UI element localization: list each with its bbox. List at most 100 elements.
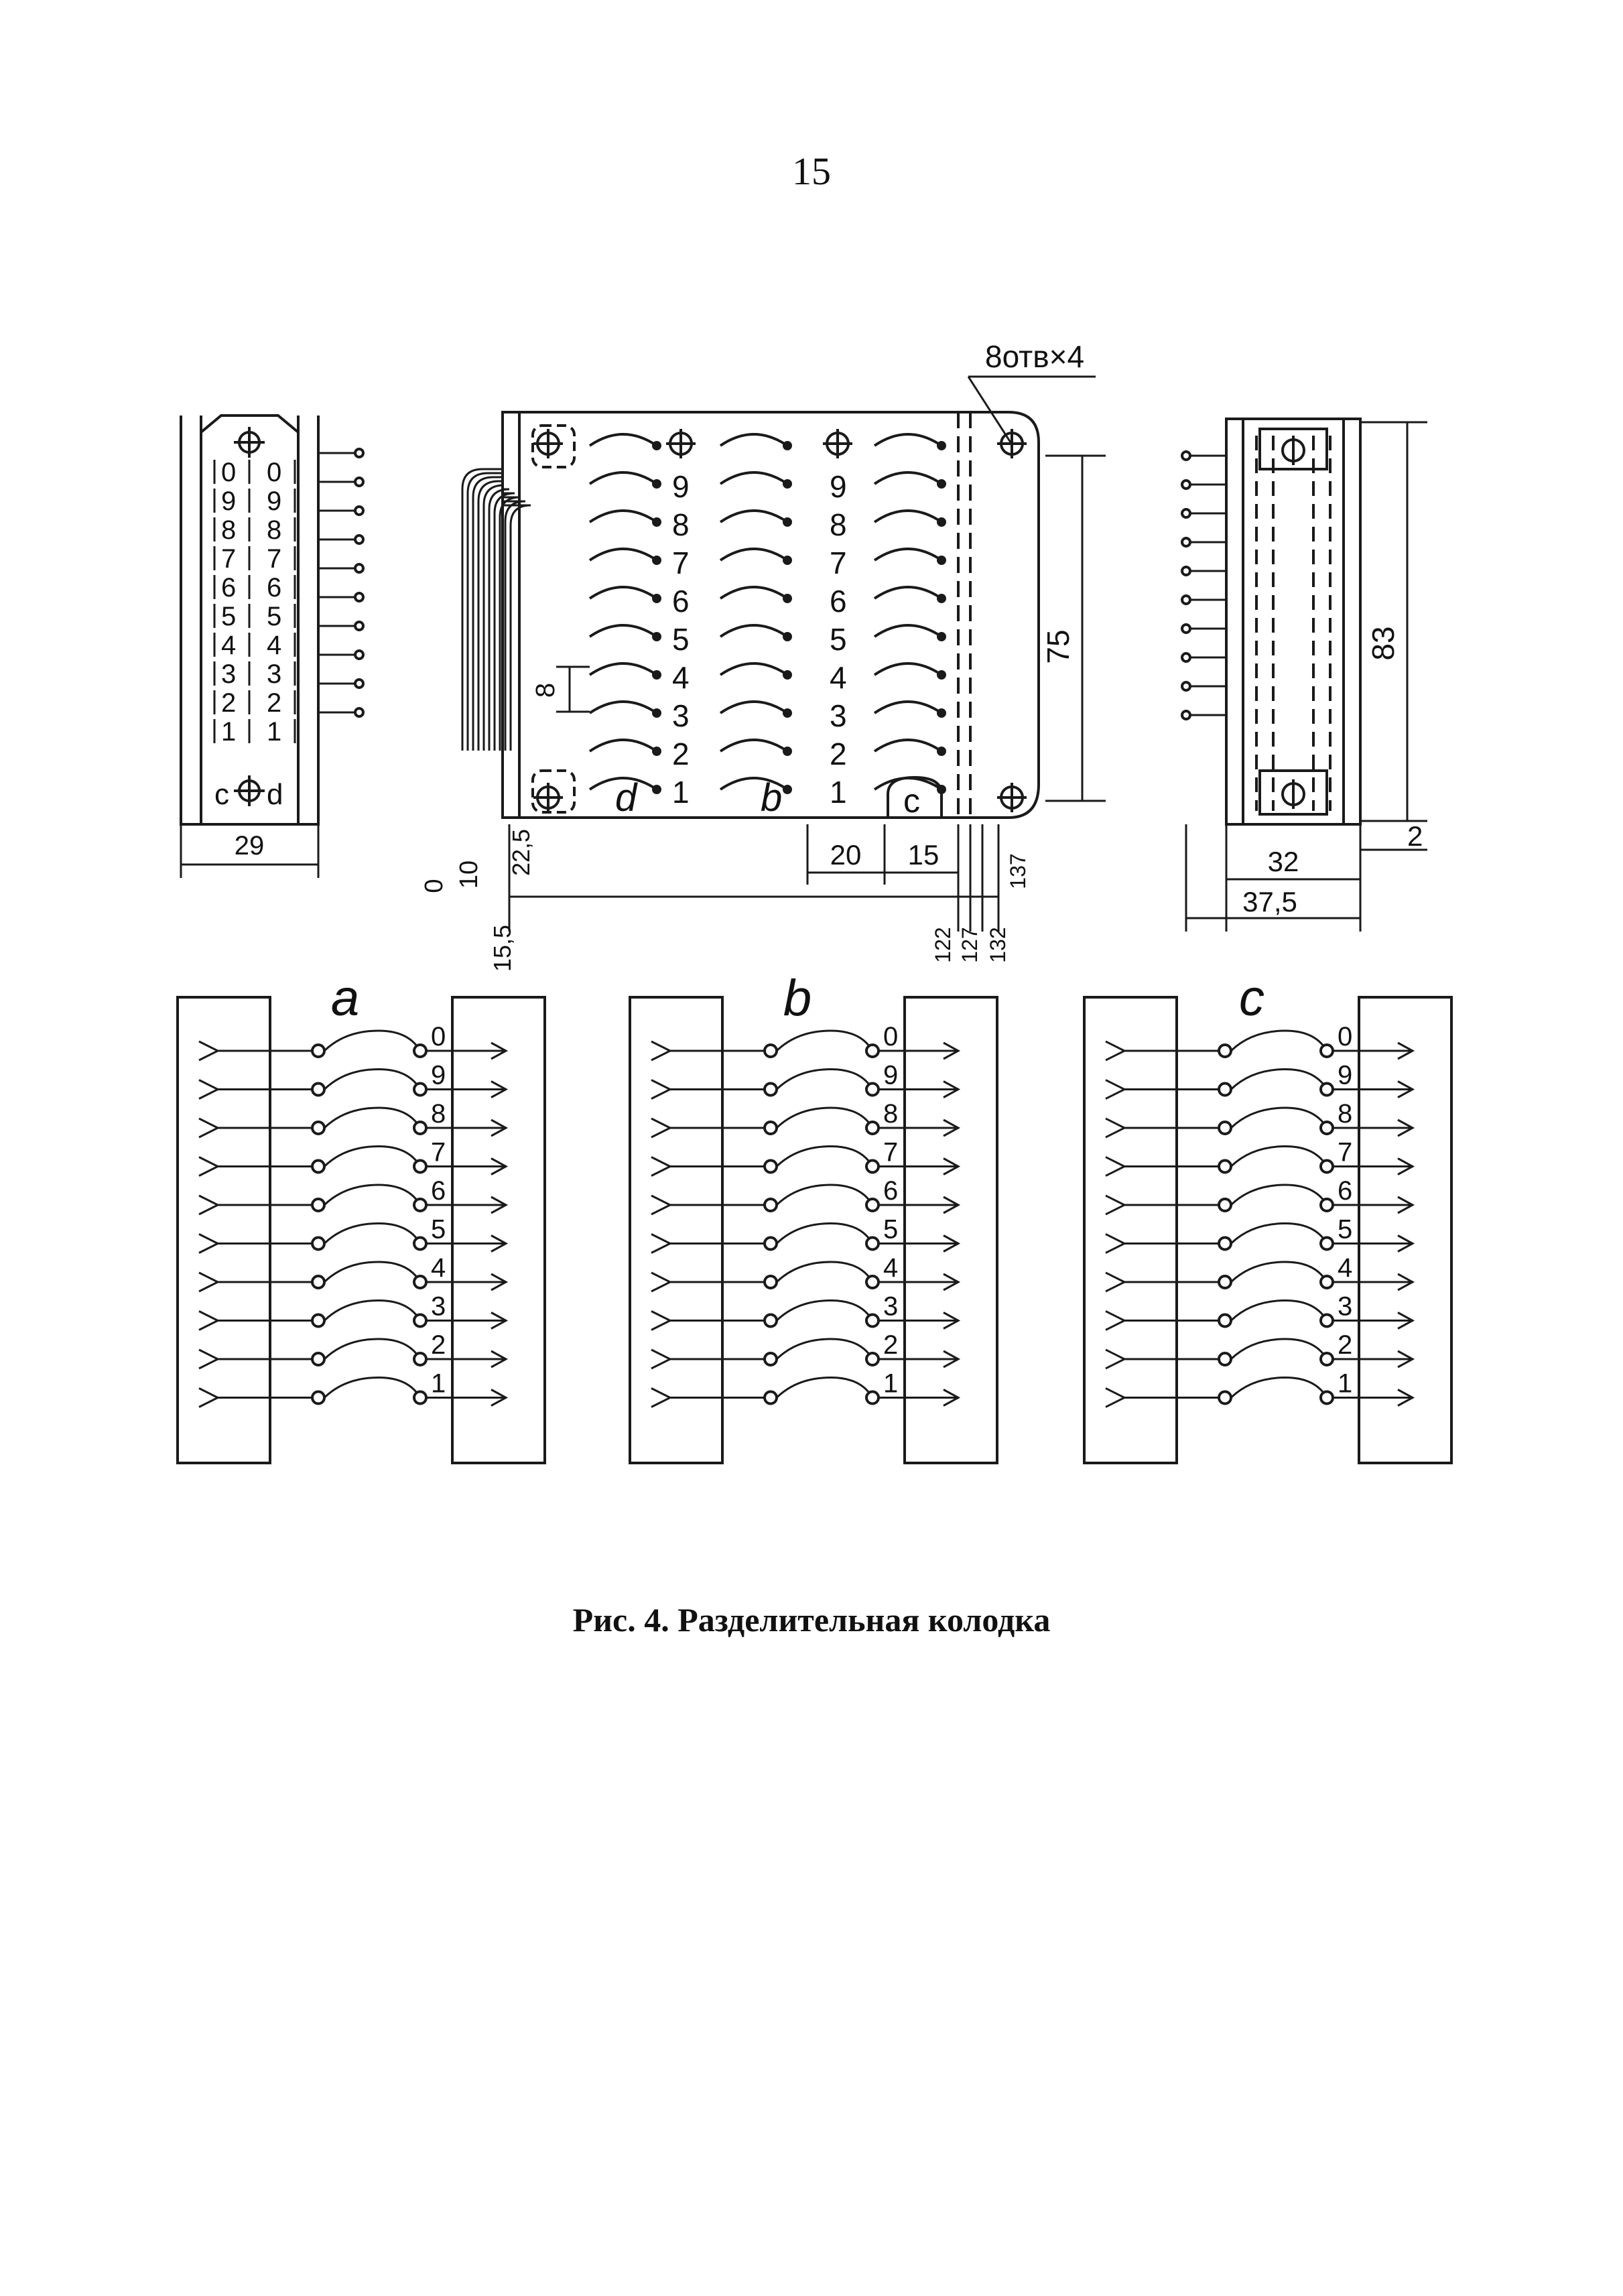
contact-icon xyxy=(865,1198,880,1212)
fork-icon xyxy=(651,1040,673,1062)
contact-icon xyxy=(311,1043,326,1058)
scheme-number: 6 xyxy=(883,1176,898,1206)
arrow-icon xyxy=(491,1389,509,1407)
fork-icon xyxy=(198,1040,220,1062)
scheme-number: 4 xyxy=(431,1253,446,1283)
pin-end-icon xyxy=(1181,681,1191,692)
scheme-number: 6 xyxy=(431,1176,446,1206)
arrow-icon xyxy=(943,1041,961,1060)
jumper-arc xyxy=(323,1184,419,1206)
scheme-number: 9 xyxy=(1338,1061,1352,1090)
left-view-row-label: 7 xyxy=(221,544,236,574)
contact-icon xyxy=(1218,1121,1232,1135)
jumper-dot xyxy=(652,785,661,794)
jumper-arc xyxy=(873,509,943,523)
front-view-row-label: 1 xyxy=(672,775,690,810)
jumper-arc xyxy=(719,586,789,600)
scheme-number: 7 xyxy=(431,1138,446,1167)
contact-icon xyxy=(865,1390,880,1405)
jumper-arc xyxy=(719,624,789,638)
arrow-icon xyxy=(1397,1273,1415,1291)
jumper-arc xyxy=(323,1106,419,1129)
terminal-block-right xyxy=(1358,996,1453,1464)
fork-icon xyxy=(651,1194,673,1216)
fork-icon xyxy=(651,1387,673,1408)
arrow-icon xyxy=(1397,1119,1415,1137)
pin-end-icon xyxy=(354,476,365,487)
jumper-arc xyxy=(1230,1145,1325,1167)
front-view-row-label: 5 xyxy=(830,622,847,657)
jumper-arc xyxy=(1230,1106,1325,1129)
left-view-row-label: 7 xyxy=(267,544,281,574)
jumper-arc xyxy=(873,586,943,600)
contact-icon xyxy=(865,1352,880,1366)
contact-icon xyxy=(865,1159,880,1174)
front-view-letter-b: b xyxy=(761,776,782,820)
wire-loop xyxy=(466,472,503,751)
pin-end-icon xyxy=(354,448,365,458)
contact-icon xyxy=(311,1236,326,1251)
jumper-arc xyxy=(719,471,789,485)
arrow-icon xyxy=(943,1389,961,1407)
contact-icon xyxy=(865,1313,880,1328)
jumper-arc xyxy=(775,1106,871,1129)
scheme-number: 1 xyxy=(883,1369,898,1399)
jumper-arc xyxy=(719,433,789,447)
contact-icon xyxy=(1319,1313,1334,1328)
jumper-dot xyxy=(652,747,661,756)
contact-icon xyxy=(865,1275,880,1289)
front-view-row-label: 9 xyxy=(672,469,690,504)
pin-end-icon xyxy=(1181,508,1191,519)
contact-icon xyxy=(1319,1275,1334,1289)
contact-icon xyxy=(311,1390,326,1405)
left-view-pins xyxy=(318,448,365,718)
left-view-row-label: 3 xyxy=(267,659,281,689)
front-view-body xyxy=(501,411,1040,819)
jumper-arc xyxy=(588,548,658,562)
wire-loop xyxy=(488,488,510,751)
front-view-row-label: 2 xyxy=(672,737,690,771)
jumper-arc xyxy=(775,1376,871,1399)
front-view-row-label: 8 xyxy=(672,507,690,542)
bottom-dim-127: 127 xyxy=(958,927,982,962)
contact-icon xyxy=(865,1121,880,1135)
arrow-icon xyxy=(491,1273,509,1291)
scheme-number: 7 xyxy=(883,1138,898,1167)
arrow-icon xyxy=(943,1119,961,1137)
pin-end-icon xyxy=(354,621,365,631)
scheme-number: 5 xyxy=(883,1215,898,1245)
front-view-jumpers xyxy=(588,433,946,794)
contact-icon xyxy=(413,1198,428,1212)
contact-icon xyxy=(413,1313,428,1328)
contact-icon xyxy=(763,1159,778,1174)
fork-icon xyxy=(651,1348,673,1370)
arrow-icon xyxy=(1397,1389,1415,1407)
contact-icon xyxy=(865,1043,880,1058)
bottom-dim-122: 122 xyxy=(931,927,955,962)
fork-icon xyxy=(198,1271,220,1293)
jumper-dot xyxy=(652,556,661,565)
fork-icon xyxy=(198,1079,220,1100)
jumper-arc xyxy=(873,471,943,485)
left-view-row-label: 2 xyxy=(267,688,281,718)
front-view-row-label: 8 xyxy=(830,507,847,542)
fork-icon xyxy=(198,1387,220,1408)
scheme-label-c: c xyxy=(1239,970,1264,1027)
front-view-row-label: 9 xyxy=(830,469,847,504)
pin-end-icon xyxy=(1181,623,1191,634)
wire-loop xyxy=(493,492,515,751)
wire-loop xyxy=(461,468,503,751)
vertical-dim-10: 10 xyxy=(455,860,483,889)
contact-icon xyxy=(1218,1313,1232,1328)
contact-icon xyxy=(763,1313,778,1328)
left-view-row-label: 0 xyxy=(221,458,236,487)
wire-loop xyxy=(472,476,503,751)
scheme-number: 1 xyxy=(1338,1369,1352,1399)
left-view-row-label: 2 xyxy=(221,688,236,718)
arrow-icon xyxy=(491,1041,509,1060)
contact-icon xyxy=(865,1082,880,1097)
jumper-arc xyxy=(1230,1261,1325,1283)
jumper-dot xyxy=(783,479,792,489)
arrow-icon xyxy=(491,1157,509,1175)
